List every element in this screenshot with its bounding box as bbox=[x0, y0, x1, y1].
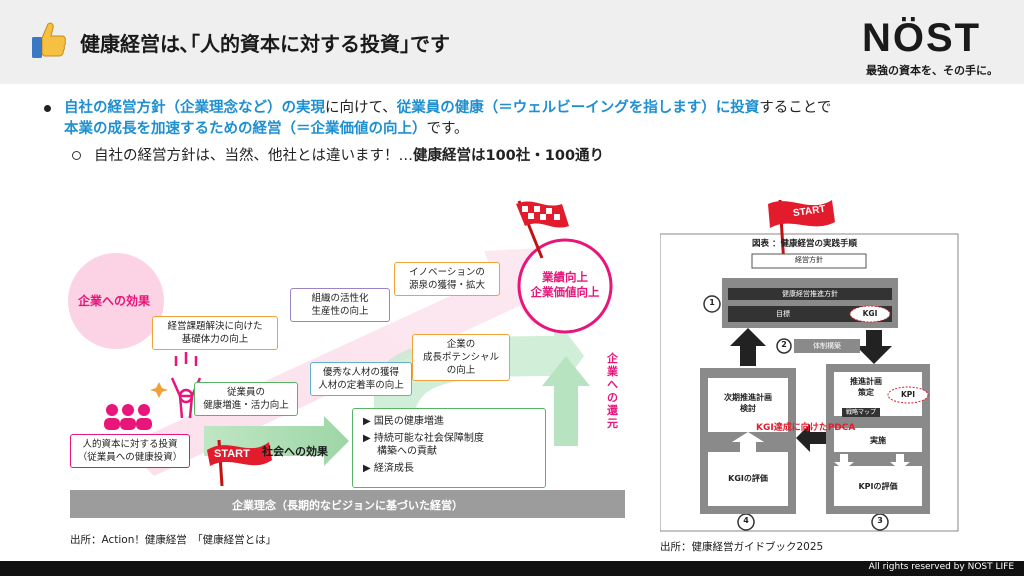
next-plan-line: 次期推進計画 bbox=[724, 393, 772, 402]
box-text: 基礎体力の向上 bbox=[181, 334, 249, 345]
effect-circle bbox=[68, 253, 164, 349]
plan-label: 推進計画 策定 bbox=[836, 376, 896, 398]
kpi-eval-label: KPIの評価 bbox=[858, 482, 898, 491]
box-foundation: 経営課題解決に向けた 基礎体力の向上 bbox=[152, 316, 278, 350]
logo-tagline: 最強の資本を、その手に。 bbox=[866, 64, 998, 77]
goal-circle bbox=[517, 238, 613, 334]
text-plain: 自社の経営方針は、当然、他社とは違います！… bbox=[94, 148, 413, 164]
box-organization: 組織の活性化 生産性の向上 bbox=[290, 288, 390, 322]
header-bar: 健康経営は､｢人的資本に対する投資｣です NÖST 最強の資本を、その手に。 bbox=[0, 0, 1024, 84]
figure-title: 図表 ：健康経営の実践手順 bbox=[752, 239, 857, 249]
text-highlight: 本業の成長を加速するための経営（＝企業価値の向上） bbox=[64, 121, 427, 137]
box-text: 組織の活性化 bbox=[311, 293, 369, 304]
social-item: ▶ 国民の健康増進 bbox=[363, 416, 444, 427]
box-employee: 従業員の 健康増進・活力向上 bbox=[194, 382, 298, 416]
social-item: ▶ 持続可能な社会保障制度 bbox=[363, 433, 484, 444]
checkered-flag-icon bbox=[516, 200, 569, 259]
structure-label: 体制構築 bbox=[813, 342, 841, 350]
goal-text: 業績向上 企業価値向上 bbox=[524, 270, 606, 300]
goal-line: 業績向上 bbox=[542, 270, 588, 284]
box-text: （従業員への健康投資） bbox=[77, 452, 183, 463]
box-text: 企業の bbox=[446, 339, 476, 350]
left-arrow-icon bbox=[796, 424, 826, 452]
right-source-note: 出所：健康経営ガイドブック2025 bbox=[660, 541, 824, 553]
bullet-main: 自社の経営方針（企業理念など）の実現に向けて、従業員の健康（＝ウェルビーイングを… bbox=[64, 98, 994, 140]
cheering-person-icon bbox=[170, 352, 202, 419]
step-number: 3 bbox=[877, 516, 883, 525]
step-number: 2 bbox=[781, 340, 787, 349]
down-arrow-icon bbox=[856, 330, 892, 364]
box-potential: 企業の 成長ポテンシャル の向上 bbox=[412, 334, 510, 381]
box-text: イノベーションの bbox=[409, 267, 485, 278]
text-plain: することで bbox=[759, 100, 832, 116]
box-text: 優秀な人材の獲得 bbox=[322, 367, 399, 378]
philosophy-label: 企業理念（長期的なビジョンに基づいた経営） bbox=[232, 499, 463, 512]
practice-procedure-diagram: START 図表 ：健康経営の実践手順 経営方針 健康経営推進方針 目標 KGI… bbox=[660, 196, 960, 536]
pdca-label: KGI達成に向けたPDCA bbox=[756, 423, 856, 433]
kgi-label: KGI bbox=[862, 309, 878, 318]
box-text: の向上 bbox=[446, 365, 476, 376]
social-item: ▶ 経済成長 bbox=[363, 463, 414, 474]
text-bold: 健康経営は100社・100通り bbox=[413, 148, 605, 164]
label-company-effect: 企業への効果 bbox=[78, 294, 151, 308]
thumbs-up-icon bbox=[32, 22, 66, 58]
procedure-graphics bbox=[660, 199, 959, 532]
next-plan-label: 次期推進計画 検討 bbox=[708, 392, 788, 414]
return-up-arrow bbox=[542, 356, 590, 446]
next-plan-line: 検討 bbox=[740, 404, 756, 413]
goal-label: 目標 bbox=[776, 310, 790, 318]
return-label: 企業への還元 bbox=[607, 352, 618, 430]
growth-arrow bbox=[124, 246, 584, 476]
effect-diagram-graphics bbox=[68, 200, 625, 518]
box-social-items: ▶ 国民の健康増進 ▶ 持続可能な社会保障制度 構築への貢献 ▶ 経済成長 bbox=[352, 408, 546, 488]
strategy-map-label: 戦略マップ bbox=[845, 409, 876, 416]
social-item: 構築への貢献 bbox=[377, 446, 437, 457]
start-flag-icon bbox=[207, 439, 272, 487]
page-title: 健康経営は､｢人的資本に対する投資｣です bbox=[80, 32, 450, 56]
box-text: 人材の定着率の向上 bbox=[318, 380, 404, 391]
box-investment: 人的資本に対する投資 （従業員への健康投資） bbox=[70, 434, 190, 468]
box-text: 従業員の bbox=[226, 387, 265, 398]
philosophy-bar bbox=[70, 490, 625, 518]
text-highlight: 従業員の健康（＝ウェルビーイングを指します）に投資 bbox=[396, 100, 760, 116]
text-plain: に向けて、 bbox=[325, 100, 397, 116]
health-management-effect-diagram: 企業への効果 経営課題解決に向けた 基礎体力の向上 組織の活性化 生産性の向上 … bbox=[64, 196, 634, 536]
social-effect-label: 社会への効果 bbox=[262, 445, 328, 458]
text-highlight: 自社の経営方針（企業理念など）の実現 bbox=[64, 100, 325, 116]
box-text: 源泉の獲得・拡大 bbox=[408, 280, 485, 291]
step-number: 1 bbox=[709, 298, 715, 307]
box-text: 健康増進・活力向上 bbox=[203, 400, 289, 411]
box-talent: 優秀な人材の獲得 人材の定着率の向上 bbox=[310, 362, 412, 396]
promotion-policy-label: 健康経営推進方針 bbox=[782, 290, 838, 298]
box-text: 生産性の向上 bbox=[311, 306, 369, 317]
plan-line: 策定 bbox=[858, 388, 874, 397]
text-plain: です。 bbox=[426, 121, 469, 137]
box-text: 成長ポテンシャル bbox=[422, 352, 499, 363]
footer-bar: All rights reserved by NOST LIFE bbox=[0, 561, 1024, 576]
start-label: START bbox=[214, 448, 250, 460]
goal-line: 企業価値向上 bbox=[530, 285, 600, 299]
kpi-label: KPI bbox=[900, 390, 916, 399]
box-text: 人的資本に対する投資 bbox=[82, 439, 178, 450]
box-text: 経営課題解決に向けた bbox=[167, 321, 263, 332]
policy-label: 経営方針 bbox=[795, 256, 823, 264]
left-source-note: 出所：Action！健康経営 「健康経営とは」 bbox=[70, 534, 277, 546]
sub-bullet-circle bbox=[72, 151, 81, 160]
nost-logo: NÖST bbox=[862, 16, 982, 60]
step-number: 4 bbox=[743, 516, 749, 525]
up-arrow-icon bbox=[732, 432, 764, 452]
people-icon bbox=[104, 404, 152, 430]
copyright-text: All rights reserved by NOST LIFE bbox=[868, 562, 1014, 572]
kgi-eval-label: KGIの評価 bbox=[728, 474, 768, 483]
sparkle-icon bbox=[150, 382, 168, 398]
bullet-sub: 自社の経営方針は、当然、他社とは違います！…健康経営は100社・100通り bbox=[94, 146, 604, 167]
up-arrow-icon bbox=[730, 328, 766, 366]
plan-line: 推進計画 bbox=[850, 377, 882, 386]
execute-label: 実施 bbox=[870, 436, 886, 445]
box-innovation: イノベーションの 源泉の獲得・拡大 bbox=[394, 262, 500, 296]
bullet-dot bbox=[44, 105, 51, 112]
